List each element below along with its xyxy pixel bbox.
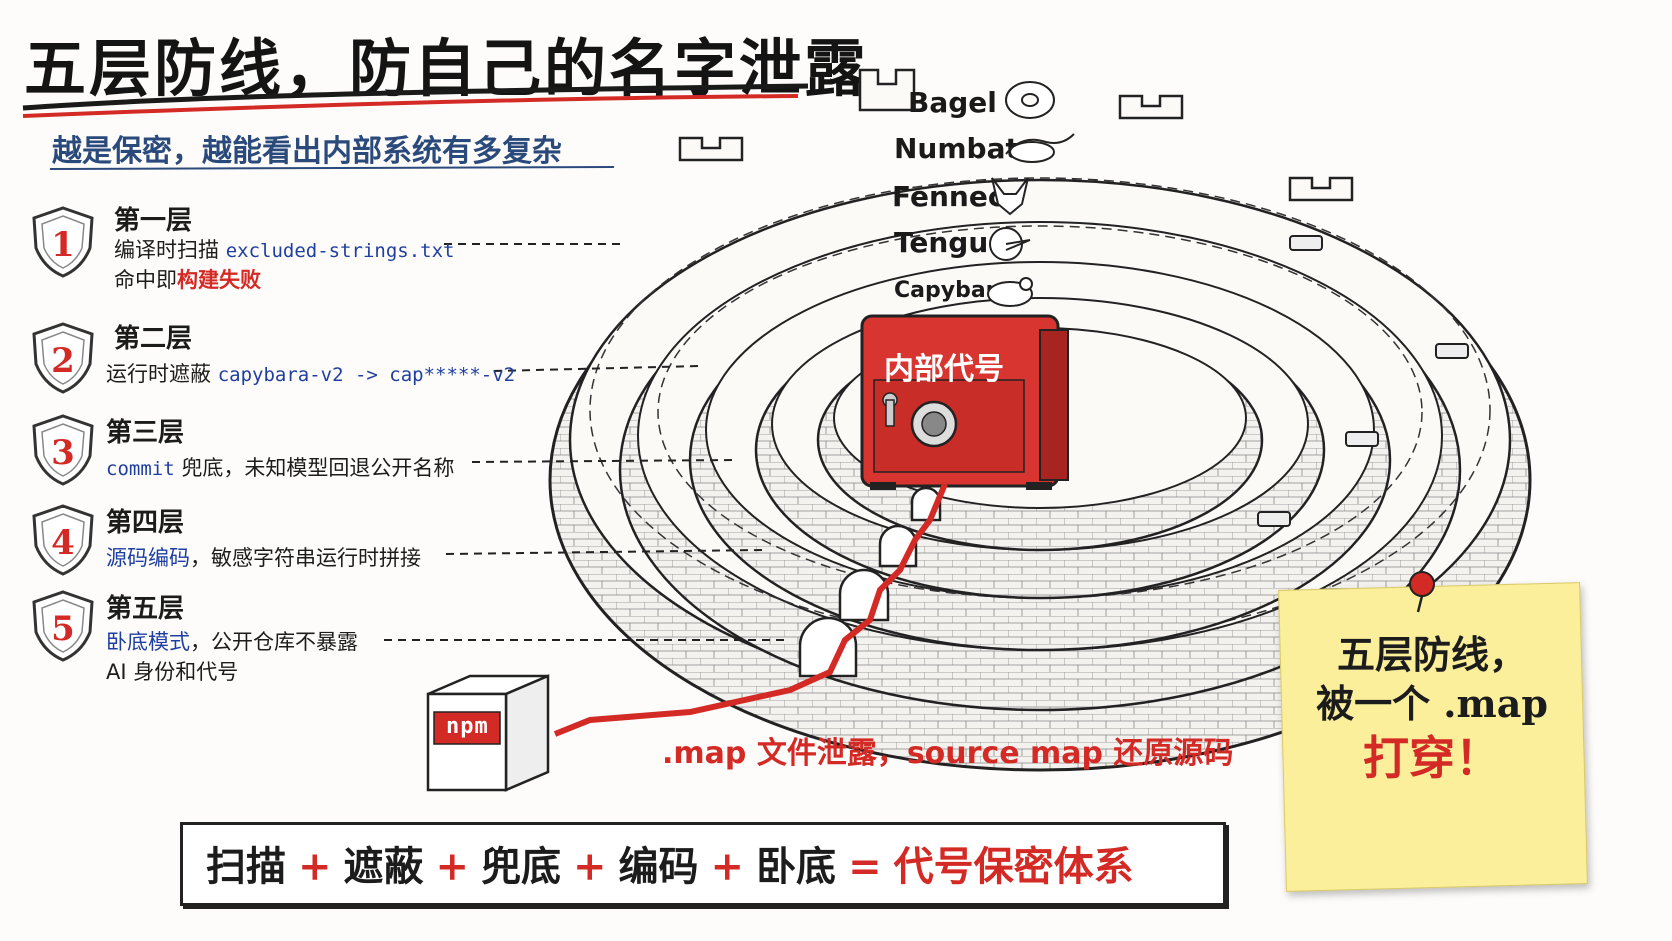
layer-heading: 第五层 <box>106 594 185 624</box>
safe-icon <box>860 314 1069 490</box>
bagel-icon <box>1005 81 1055 119</box>
battlements <box>678 68 1354 202</box>
formula-term: 编码 <box>618 843 699 890</box>
tengu-icon <box>989 227 1031 261</box>
shield-icon: 4 <box>32 504 94 576</box>
formula: 扫描+遮蔽+兜底+编码+卧底=代号保密体系 <box>206 834 1134 892</box>
layer-heading: 第二层 <box>114 324 193 354</box>
layer-number: 2 <box>51 341 75 381</box>
layer-number: 3 <box>51 433 75 473</box>
formula-box <box>180 822 1226 906</box>
fennec-icon <box>991 177 1029 216</box>
sticky-note-text: 五层防线， 被一个 .map 打穿！ <box>1282 630 1582 789</box>
ring-label-fennec: Fennec <box>892 180 1005 213</box>
layer-line-2: AI 身份和代号 <box>106 660 239 684</box>
layer-line-1: 源码编码，敏感字符串运行时拼接 <box>106 546 421 570</box>
formula-plus: + <box>298 843 332 890</box>
leader-lines <box>384 243 790 641</box>
layer-heading: 第一层 <box>114 206 193 236</box>
leak-caption: .map 文件泄露，source map 还原源码 <box>662 736 1234 771</box>
numbat-icon <box>1005 133 1075 163</box>
formula-term: 遮蔽 <box>343 843 424 890</box>
formula-term: 扫描 <box>206 843 286 890</box>
shield-icon: 3 <box>32 414 94 486</box>
note-line-1: 五层防线， <box>1336 632 1527 677</box>
layer-number: 5 <box>51 609 75 649</box>
shield-icon: 2 <box>32 322 94 394</box>
layer-line-1: 运行时遮蔽 capybara-v2 -> cap*****-v2 <box>106 362 516 386</box>
layer-line-2: 命中即构建失败 <box>114 268 261 292</box>
layer-heading: 第三层 <box>106 418 185 448</box>
npm-label: npm <box>446 714 489 739</box>
breach-line <box>553 482 948 737</box>
subtitle: 越是保密，越能看出内部系统有多复杂 <box>52 134 562 169</box>
ring-label-bagel: Bagel <box>908 86 997 119</box>
layer-line-1: 编译时扫描 excluded-strings.txt <box>114 238 455 262</box>
ring-label-tengu: Tengu <box>894 226 989 259</box>
layer-line-1: 卧底模式，公开仓库不暴露 <box>106 630 358 654</box>
subtitle-underline <box>49 166 615 170</box>
note-line-2: 被一个 .map <box>1316 681 1548 727</box>
formula-plus: + <box>573 843 607 890</box>
formula-equals: = <box>848 843 882 890</box>
shield-icon: 5 <box>32 590 94 662</box>
ring-label-numbat: Numbat <box>894 132 1019 165</box>
pushpin-icon <box>1409 571 1435 613</box>
npm-box-icon <box>426 674 550 792</box>
capybara-icon <box>987 277 1033 307</box>
formula-result: 代号保密体系 <box>893 843 1134 890</box>
camera-icon <box>1257 235 1469 527</box>
shield-icon: 1 <box>32 206 94 278</box>
formula-term: 卧底 <box>756 843 837 890</box>
formula-plus: + <box>710 843 745 890</box>
formula-plus: + <box>435 843 470 890</box>
layer-line-1: commit 兜底，未知模型回退公开名称 <box>106 456 455 480</box>
formula-term: 兜底 <box>481 843 562 890</box>
layer-heading: 第四层 <box>106 508 185 538</box>
note-line-3: 打穿！ <box>1363 730 1501 785</box>
title-underline <box>22 83 809 118</box>
layer-number: 1 <box>51 225 75 265</box>
layer-number: 4 <box>51 523 75 563</box>
safe-label: 内部代号 <box>884 352 1004 387</box>
